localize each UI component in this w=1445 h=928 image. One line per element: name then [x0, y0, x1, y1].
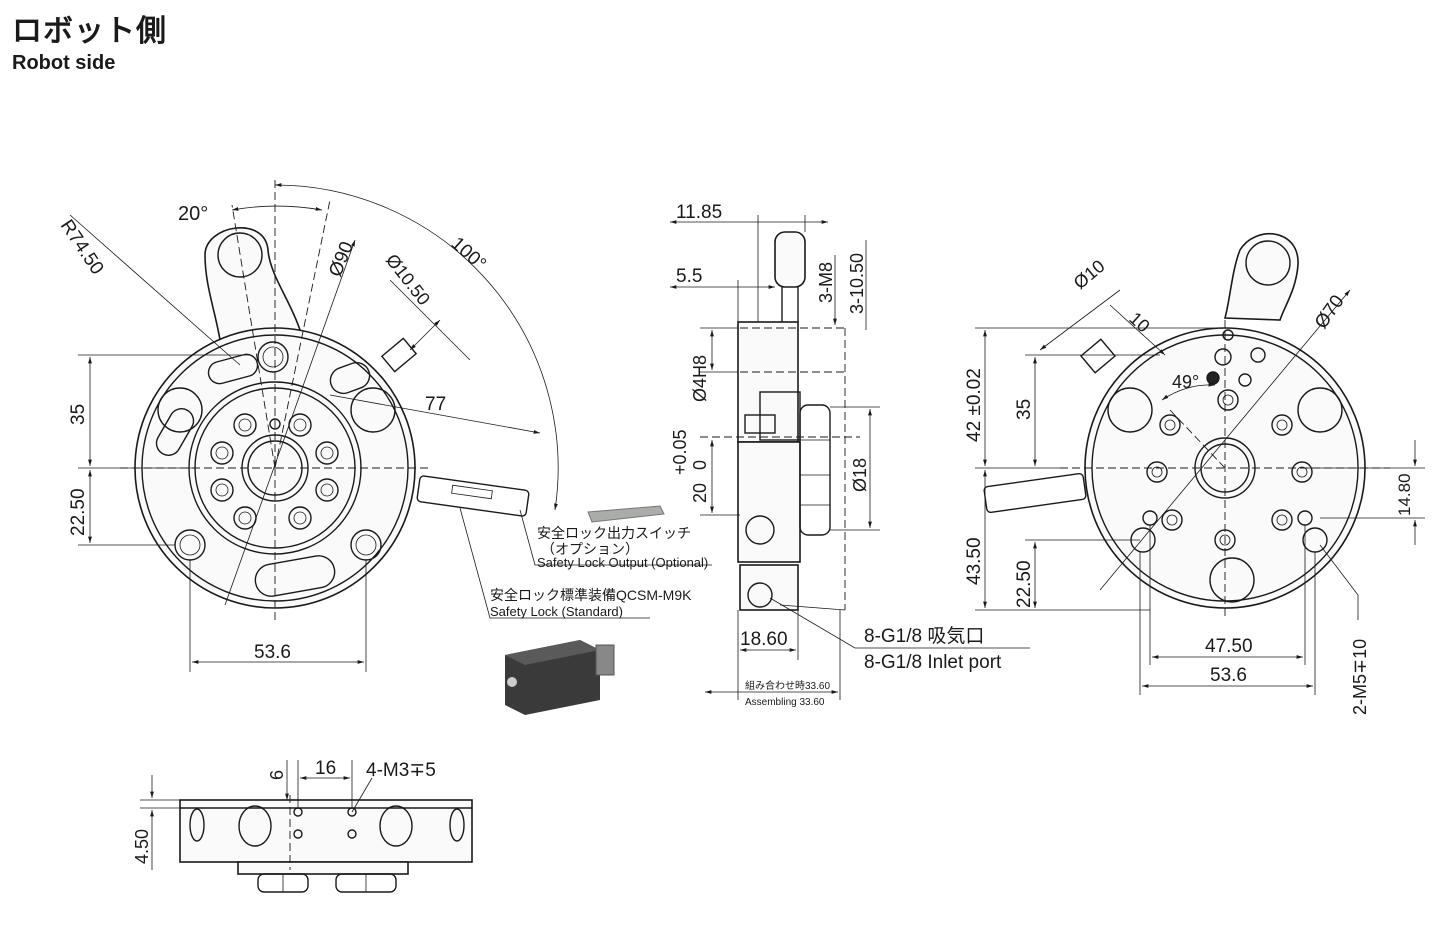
- side-dim-11-85: 11.85: [676, 202, 722, 223]
- front-dim-angle100: 100°: [447, 233, 490, 275]
- front-top-lobe: [204, 227, 302, 341]
- side-assembling-jp: 組み合わせ時33.60: [745, 679, 830, 692]
- bottom-body: [179, 799, 473, 863]
- side-dim-tol: +0.05: [670, 429, 690, 475]
- back-dim-35: 35: [1014, 399, 1035, 420]
- front-sensor-stub: [380, 337, 418, 373]
- side-inlet-en: 8-G1/8 Inlet port: [864, 652, 1002, 673]
- side-assembling-en: Assembling 33.60: [745, 697, 825, 708]
- back-dim-14-80: 14.80: [1395, 473, 1414, 516]
- callout-lock-en: Safety Lock (Standard): [490, 604, 623, 619]
- front-dim-dia10-50: Ø10.50: [382, 250, 434, 309]
- callout-switch-jp: 安全ロック出力スイッチ: [537, 525, 691, 541]
- side-lobe: [774, 231, 806, 288]
- back-dim-dia10: Ø10: [1070, 256, 1109, 293]
- front-dim-53-6: 53.6: [254, 642, 291, 663]
- callout-lock-jp: 安全ロック標準装備QCSM-M9K: [490, 587, 692, 603]
- callout-switch-en: Safety Lock Output (Optional): [537, 555, 708, 570]
- side-view: 11.85 5.5 3-M8 3-10.50 Ø4H8 +0.05 0 20 Ø…: [670, 202, 1030, 708]
- back-dim-43-50: 43.50: [964, 537, 985, 585]
- front-dim-22-50: 22.50: [68, 488, 89, 536]
- back-dim-42: 42 ±0.02: [964, 368, 985, 442]
- page-title-jp: ロボット側: [12, 14, 167, 49]
- bottom-view: 16 6 4-M3∓5 4.50: [132, 758, 473, 893]
- front-dim-35: 35: [68, 404, 89, 425]
- side-dim-18-60: 18.60: [740, 629, 788, 650]
- back-dim-47-50: 47.50: [1205, 636, 1253, 657]
- bottom-dim-m3: 4-M3∓5: [366, 760, 436, 781]
- back-view: Ø70 Ø10 10 49° 42 ±0.02 35 43.50 22.50 1…: [964, 233, 1425, 715]
- back-dim-m5: 2-M5∓10: [1350, 639, 1370, 715]
- bottom-dim-16: 16: [315, 758, 336, 779]
- front-lobe-hole: [217, 232, 263, 278]
- side-dim-dia18: Ø18: [850, 458, 870, 492]
- back-dim-53-6: 53.6: [1210, 665, 1247, 686]
- back-dim-dia70: Ø70: [1311, 291, 1349, 332]
- side-dim-5-5: 5.5: [676, 266, 702, 287]
- callout-switch-jp2: （オプション）: [541, 541, 639, 557]
- back-dim-22-50: 22.50: [1014, 560, 1035, 608]
- side-inlet-jp: 8-G1/8 吸気口: [864, 625, 984, 647]
- back-dim-angle49: 49°: [1172, 372, 1199, 392]
- safety-lock-thumbnail: [505, 640, 615, 715]
- side-dim-zero: 0: [690, 460, 710, 470]
- page-title-en: Robot side: [12, 52, 116, 74]
- bottom-dim-6: 6: [267, 770, 287, 780]
- side-dim-h8: Ø4H8: [690, 355, 710, 402]
- front-dim-angle20: 20°: [178, 203, 208, 225]
- back-safety-switch: [983, 472, 1087, 514]
- front-dim-dia90: Ø90: [325, 239, 358, 280]
- front-view: R74.50 20° 100° Ø90 Ø10.50 77 35 22.50 5…: [56, 180, 712, 715]
- switch-thumbnail: [587, 505, 665, 523]
- side-dim-m8: 3-M8: [816, 262, 836, 303]
- back-dim-10: 10: [1125, 308, 1153, 336]
- back-ports: [1146, 329, 1313, 551]
- front-dim-77: 77: [425, 394, 446, 415]
- bottom-dim-4-50: 4.50: [132, 829, 152, 864]
- side-dim-10-50: 3-10.50: [847, 253, 867, 314]
- side-dim-20: 20: [690, 483, 710, 503]
